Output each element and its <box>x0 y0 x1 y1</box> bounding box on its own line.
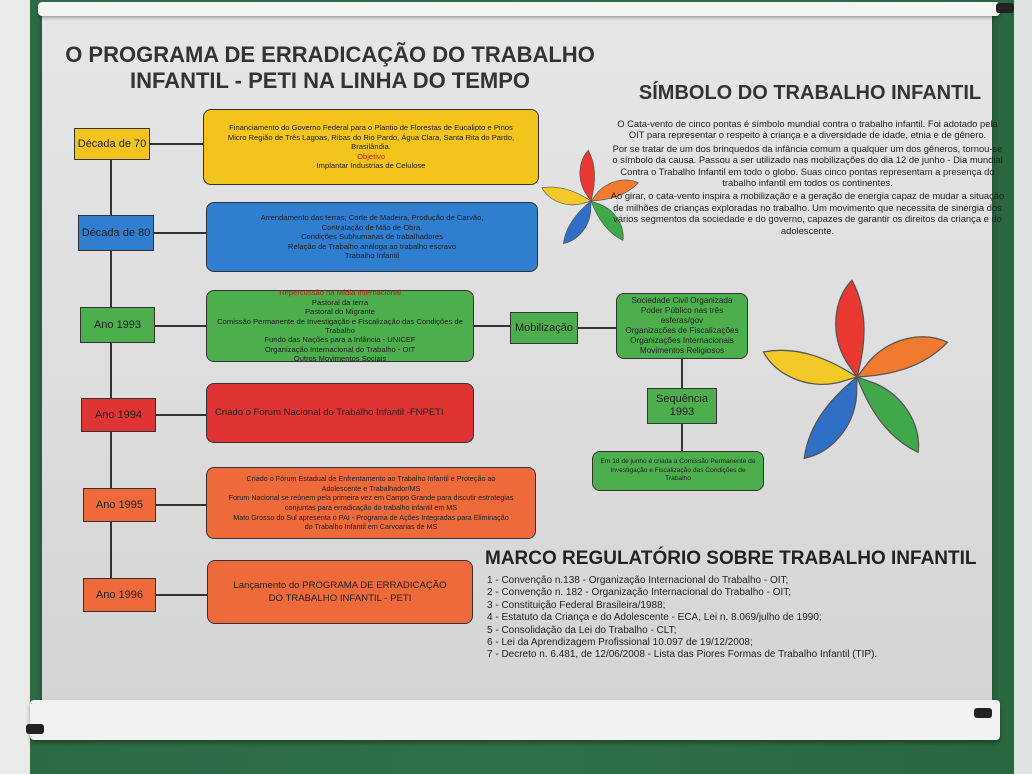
label-sequencia: Sequência 1993 <box>647 388 717 424</box>
label-ano-1996: Ano 1996 <box>83 578 156 612</box>
rod-cap <box>26 724 44 734</box>
box-text: Lançamento do PROGRAMA DE ERRADICAÇÃO <box>233 580 447 591</box>
box-text: Adolescente e Trabalhador/MS <box>321 483 421 493</box>
page-title: O PROGRAMA DE ERRADICAÇÃO DO TRABALHO IN… <box>65 42 595 93</box>
pinwheel-blade <box>590 200 624 241</box>
box-text: Arrendamento das terras; Corte de Madeir… <box>260 213 484 223</box>
box-text: Contratação de Mão de Obra. <box>321 222 423 232</box>
marco-list: 1 - Convenção n.138 - Organização Intern… <box>487 575 977 662</box>
pinwheel-blade <box>541 186 592 206</box>
pinwheel-blade <box>855 375 920 454</box>
connector <box>681 424 683 452</box>
box-text-red: Objetivo <box>357 151 385 161</box>
label-decada-70: Década de 70 <box>74 128 150 160</box>
pinwheel-blade <box>855 336 949 378</box>
marco-item: 3 - Constituição Federal Brasileira/1988… <box>487 599 666 611</box>
box-text: Poder Público nas três esferas/gov <box>640 306 724 325</box>
box-text: Sociedade Civil Organizada <box>631 296 733 305</box>
box-ano-1995: Criado o Fórum Estadual de Enfrentamento… <box>206 467 536 539</box>
pinwheel-blade <box>562 200 592 245</box>
box-ano-1994: Criado o Forum Nacional do Trabalho Infa… <box>206 383 474 443</box>
pinwheel-blade <box>803 375 858 460</box>
box-text: Criado o Fórum Estadual de Enfrentamento… <box>246 474 496 484</box>
box-text: Organizações de Fiscalizações <box>625 326 739 335</box>
box-text: Comissão Permanente de Investigação e Fi… <box>217 316 463 335</box>
box-text: Pastoral da terra <box>311 297 369 307</box>
connector <box>578 327 618 329</box>
box-ano-1996: Lançamento do PROGRAMA DE ERRADICAÇÃO DO… <box>207 560 473 624</box>
box-text: Mato Grosso do Sul apresenta o PAI - Pro… <box>233 512 509 522</box>
box-text: Implantar Industrias de Celulose <box>316 161 426 171</box>
symbol-text: O Cata-vento de cinco pontas é símbolo m… <box>610 118 1005 236</box>
box-comissao: Em 18 de junho é criada a Comissão Perma… <box>592 451 764 491</box>
box-text: Brasilândia. <box>351 142 391 152</box>
label-ano-1993: Ano 1993 <box>80 307 155 343</box>
box-decada-80: Arrendamento das terras; Corte de Madeir… <box>206 202 538 272</box>
banner-bottom-rod <box>30 700 1000 740</box>
pinwheel-blade <box>590 179 639 202</box>
box-text: Organizações Internacionais <box>630 336 734 345</box>
marco-item: 6 - Lei da Aprendizagem Profissional 10.… <box>487 637 753 649</box>
connector <box>156 594 208 596</box>
box-text: conjuntas para erradicação do trabalho i… <box>284 503 458 512</box>
box-text: Fundo das Nações para a Infância - UNICE… <box>264 335 416 345</box>
marco-item: 1 - Convenção n.138 - Organização Intern… <box>487 575 789 586</box>
label-decada-80: Década de 80 <box>78 215 154 251</box>
box-text: Outros Movimentos Sociais <box>293 354 387 364</box>
connector <box>681 359 683 389</box>
box-text: Relação de Trabalho análoga ao trabalho … <box>287 241 457 251</box>
symbol-paragraph: Por se tratar de um dos brinquedos da in… <box>612 142 1003 189</box>
box-text: Criado o Forum Nacional do Trabalho Infa… <box>215 407 444 419</box>
pinwheel-small-icon <box>541 149 639 245</box>
label-ano-1995: Ano 1995 <box>83 488 156 522</box>
rod-cap <box>996 3 1014 13</box>
box-mobilizacao: Sociedade Civil Organizada Poder Público… <box>616 293 748 359</box>
marco-item: 5 - Consolidação da Lei do Trabalho - CL… <box>487 624 677 636</box>
box-text: Movimentos Religiosos <box>639 346 725 355</box>
box-text: Investigação e Fiscalização das Condiçõe… <box>610 466 746 483</box>
connector <box>156 504 208 506</box>
box-text: Organização Internacional do Trabalho - … <box>264 344 416 354</box>
banner-top-rod <box>38 2 1000 16</box>
symbol-paragraph: Ao girar, o cata-vento inspira a mobiliz… <box>610 190 1005 236</box>
marco-heading: MARCO REGULATÓRIO SOBRE TRABALHO INFANTI… <box>485 548 977 569</box>
marco-item: 7 - Decreto n. 6.481, de 12/06/2008 - Li… <box>487 649 878 661</box>
timeline-spine <box>110 160 112 600</box>
box-ano-1993: Repercussão na Mídia Internacional Pasto… <box>206 288 474 364</box>
label-ano-1994: Ano 1994 <box>81 398 156 432</box>
rod-cap <box>974 708 992 718</box>
box-text: Condições Subhumanas de trabalhadores <box>301 232 443 242</box>
box-text: DO TRABALHO INFANTIL - PETI <box>268 593 412 604</box>
connector <box>155 325 207 327</box>
pinwheel-blade <box>762 349 859 385</box>
box-text: Em 18 de junho é criada a Comissão Perma… <box>600 458 756 466</box>
wall-left <box>0 0 30 774</box>
box-text: Trabalho Infantil <box>344 251 400 261</box>
box-text: Micro Região de Três Lagoas, Ribas do Ri… <box>227 132 515 142</box>
pinwheel-blade <box>835 279 865 379</box>
marco-item: 4 - Estatuto da Criança e do Adolescente… <box>487 612 822 624</box>
wall-right <box>1014 0 1032 774</box>
box-text: Forum Nacional se reúnem pela primeira v… <box>228 493 514 503</box>
pinwheel-blade <box>579 149 596 202</box>
box-text: Financiamento do Governo Federal para o … <box>229 123 513 133</box>
connector <box>154 232 206 234</box>
label-mobilizacao: Mobilização <box>510 312 578 344</box>
pinwheel-large-icon <box>762 279 949 460</box>
box-decada-70: Financiamento do Governo Federal para o … <box>203 109 539 185</box>
box-text: do Trabalho Infantil em Carvoarias de MS <box>304 522 438 532</box>
symbol-heading: SÍMBOLO DO TRABALHO INFANTIL <box>638 82 982 104</box>
symbol-paragraph: O Cata-vento de cinco pontas é símbolo m… <box>617 118 998 141</box>
connector <box>150 143 206 145</box>
box-text: Pastoral do Migrante <box>304 307 376 317</box>
connector <box>474 325 512 327</box>
box-text-red: Repercussão na Mídia Internacional <box>279 288 401 298</box>
connector <box>156 414 206 416</box>
marco-item: 2 - Convenção n. 182 - Organização Inter… <box>487 587 792 599</box>
